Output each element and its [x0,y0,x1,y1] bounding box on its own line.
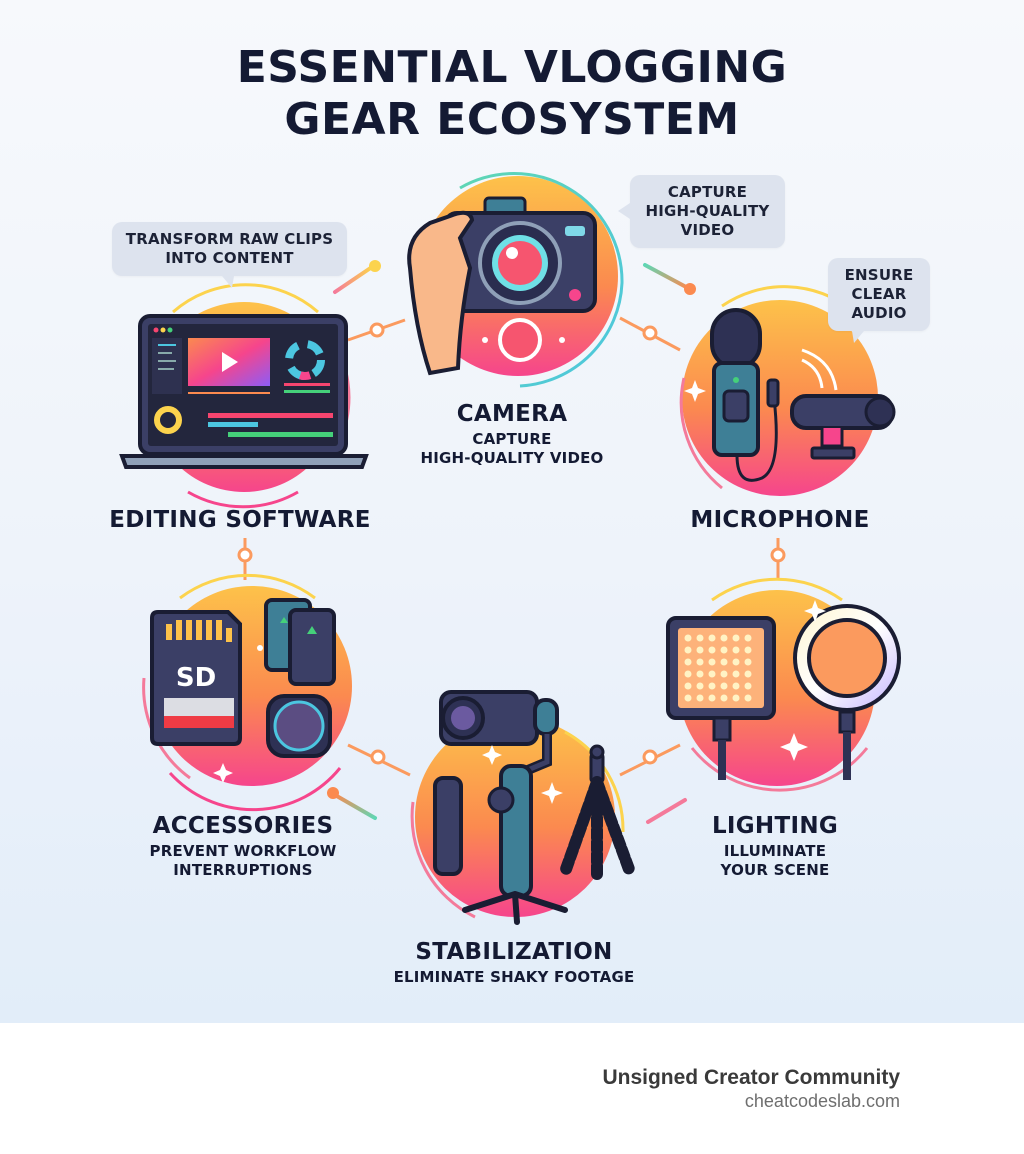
editing-software-label: EDITING SOFTWARE [90,506,390,534]
title-line-1: ESSENTIAL VLOGGING [236,42,788,93]
camera-in-hand-icon [407,172,624,388]
gimbal-and-tripod-icon [410,690,636,925]
lighting-title: LIGHTING [711,813,839,839]
sd-card-battery-filter-icon: SD [142,573,352,812]
accessories-title: ACCESSORIES [152,813,334,839]
camera-bubble-line-1: CAPTURE [667,183,748,201]
website-link[interactable]: cheatcodeslab.com [744,1091,900,1111]
camera-bubble-line-2: HIGH-QUALITY [645,202,770,220]
stabilization-desc: ELIMINATE SHAKY FOOTAGE [393,968,635,986]
lighting-desc-line-1: ILLUMINATE [723,842,827,860]
title-line-2: GEAR ECOSYSTEM [284,94,740,145]
node-microphone [662,285,902,500]
laptop-editor-icon [119,283,369,509]
camera-title: CAMERA [456,401,568,427]
microphone-bubble-line-3: AUDIO [851,304,907,322]
camera-speech-bubble: CAPTURE HIGH-QUALITY VIDEO [618,175,785,248]
camera-label: CAMERA CAPTURE HIGH-QUALITY VIDEO [400,400,624,468]
editing-software-title: EDITING SOFTWARE [109,507,371,533]
organization-name: Unsigned Creator Community [602,1066,900,1089]
microphone-bubble-line-2: CLEAR [851,285,907,303]
camera-bubble-line-3: VIDEO [680,221,735,239]
brand-credit: Unsigned Creator Community cheatcodeslab… [602,1066,900,1112]
editing-speech-bubble: TRANSFORM RAW CLIPS INTO CONTENT [112,222,347,288]
camera-desc-line-2: HIGH-QUALITY VIDEO [420,449,604,467]
infographic-canvas: ESSENTIAL VLOGGING GEAR ECOSYSTEM [0,0,1024,1023]
led-panel-and-ring-light-icon [666,577,901,792]
node-editing-software [118,283,370,509]
microphone-speech-bubble: ENSURE CLEAR AUDIO [828,258,930,343]
node-stabilization [405,682,645,927]
stabilization-label: STABILIZATION ELIMINATE SHAKY FOOTAGE [374,938,654,987]
microphone-bubble-line-1: ENSURE [844,266,914,284]
lighting-label: LIGHTING ILLUMINATE YOUR SCENE [670,812,880,880]
stabilization-title: STABILIZATION [415,939,613,965]
microphone-icon [679,285,896,496]
editing-bubble-line-2: INTO CONTENT [165,249,294,267]
microphone-title: MICROPHONE [690,507,870,533]
node-lighting [662,577,907,800]
node-accessories: SD [140,573,370,812]
microphone-label: MICROPHONE [660,506,900,534]
footer [0,1023,1024,1154]
camera-desc-line-1: CAPTURE [472,430,552,448]
accessories-label: ACCESSORIES PREVENT WORKFLOW INTERRUPTIO… [120,812,366,880]
svg-text:SD: SD [176,663,216,693]
lighting-desc-line-2: YOUR SCENE [720,861,830,879]
editing-bubble-line-1: TRANSFORM RAW CLIPS [125,230,334,248]
accessories-desc-line-2: INTERRUPTIONS [173,861,313,879]
page-title: ESSENTIAL VLOGGING GEAR ECOSYSTEM [0,42,1024,146]
connector-lines [178,260,852,824]
accessories-desc-line-1: PREVENT WORKFLOW [149,842,337,860]
node-camera [400,168,630,388]
